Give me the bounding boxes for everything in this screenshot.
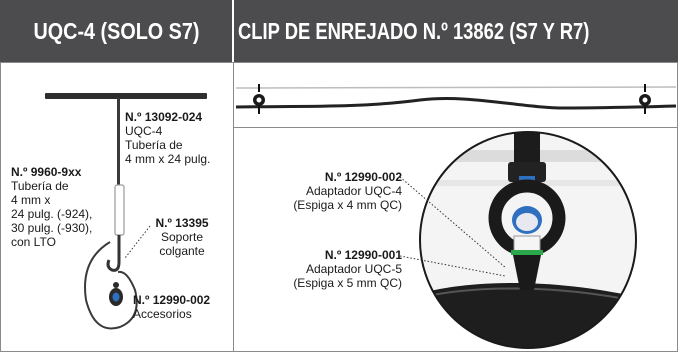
- label-13092-024: N.º 13092-024 UQC-4 Tubería de 4 mm x 24…: [125, 110, 210, 166]
- label-9960-9xx-line-4: 30 pulg. (-930),: [11, 221, 93, 235]
- trellis-wire-illustration: [235, 84, 677, 114]
- label-12990-002-right-number: N.º 12990-002: [324, 170, 402, 184]
- label-12990-002-right-line-1: Adaptador UQC-4: [305, 184, 402, 198]
- label-13395-line-2: colgante: [159, 244, 205, 258]
- label-9960-9xx-line-3: 24 pulg. (-924),: [11, 207, 93, 221]
- clip-right-icon: [639, 84, 651, 114]
- label-12990-002-left-number: N.º 12990-002: [133, 293, 211, 307]
- label-13092-024-line-2: Tubería de: [125, 138, 183, 152]
- label-13395-number: N.º 13395: [155, 216, 209, 230]
- label-9960-9xx: N.º 9960-9xx Tubería de 4 mm x 24 pulg. …: [11, 165, 92, 249]
- label-13395: N.º 13395 Soporte colgante: [148, 216, 216, 258]
- label-12990-001-line-2: (Espiga x 5 mm QC): [293, 276, 402, 290]
- clip-left-icon: [253, 84, 265, 114]
- label-12990-001-number: N.º 12990-001: [324, 248, 402, 262]
- label-12990-002-left: N.º 12990-002 Accesorios: [133, 293, 210, 321]
- label-13092-024-line-1: UQC-4: [125, 124, 163, 138]
- stake-assembly-illustration: [45, 93, 207, 330]
- label-12990-001: N.º 12990-001 Adaptador UQC-5 (Espiga x …: [246, 248, 402, 290]
- label-9960-9xx-line-1: Tubería de: [11, 179, 69, 193]
- leader-lines: [124, 176, 507, 277]
- header-uqc4-text: UQC-4 (SOLO S7): [33, 18, 199, 44]
- label-12990-002-right-line-2: (Espiga x 4 mm QC): [293, 198, 402, 212]
- magnified-clip-illustration: [419, 131, 637, 349]
- label-13092-024-number: N.º 13092-024: [125, 110, 203, 124]
- label-13395-line-1: Soporte: [160, 230, 204, 244]
- header-trellis-clip-text: CLIP DE ENREJADO N.º 13862 (S7 Y R7): [238, 18, 590, 44]
- label-9960-9xx-number: N.º 9960-9xx: [11, 165, 82, 179]
- label-9960-9xx-line-5: con LTO: [11, 235, 56, 249]
- label-12990-002-right: N.º 12990-002 Adaptador UQC-4 (Espiga x …: [246, 170, 402, 212]
- label-12990-002-left-line-1: Accesorios: [133, 307, 192, 321]
- label-13092-024-line-3: 4 mm x 24 pulg.: [125, 152, 211, 166]
- header-trellis-clip: CLIP DE ENREJADO N.º 13862 (S7 Y R7): [234, 0, 678, 62]
- header-uqc4: UQC-4 (SOLO S7): [0, 0, 232, 62]
- label-9960-9xx-line-2: 4 mm x: [11, 193, 51, 207]
- label-12990-001-line-1: Adaptador UQC-5: [305, 262, 402, 276]
